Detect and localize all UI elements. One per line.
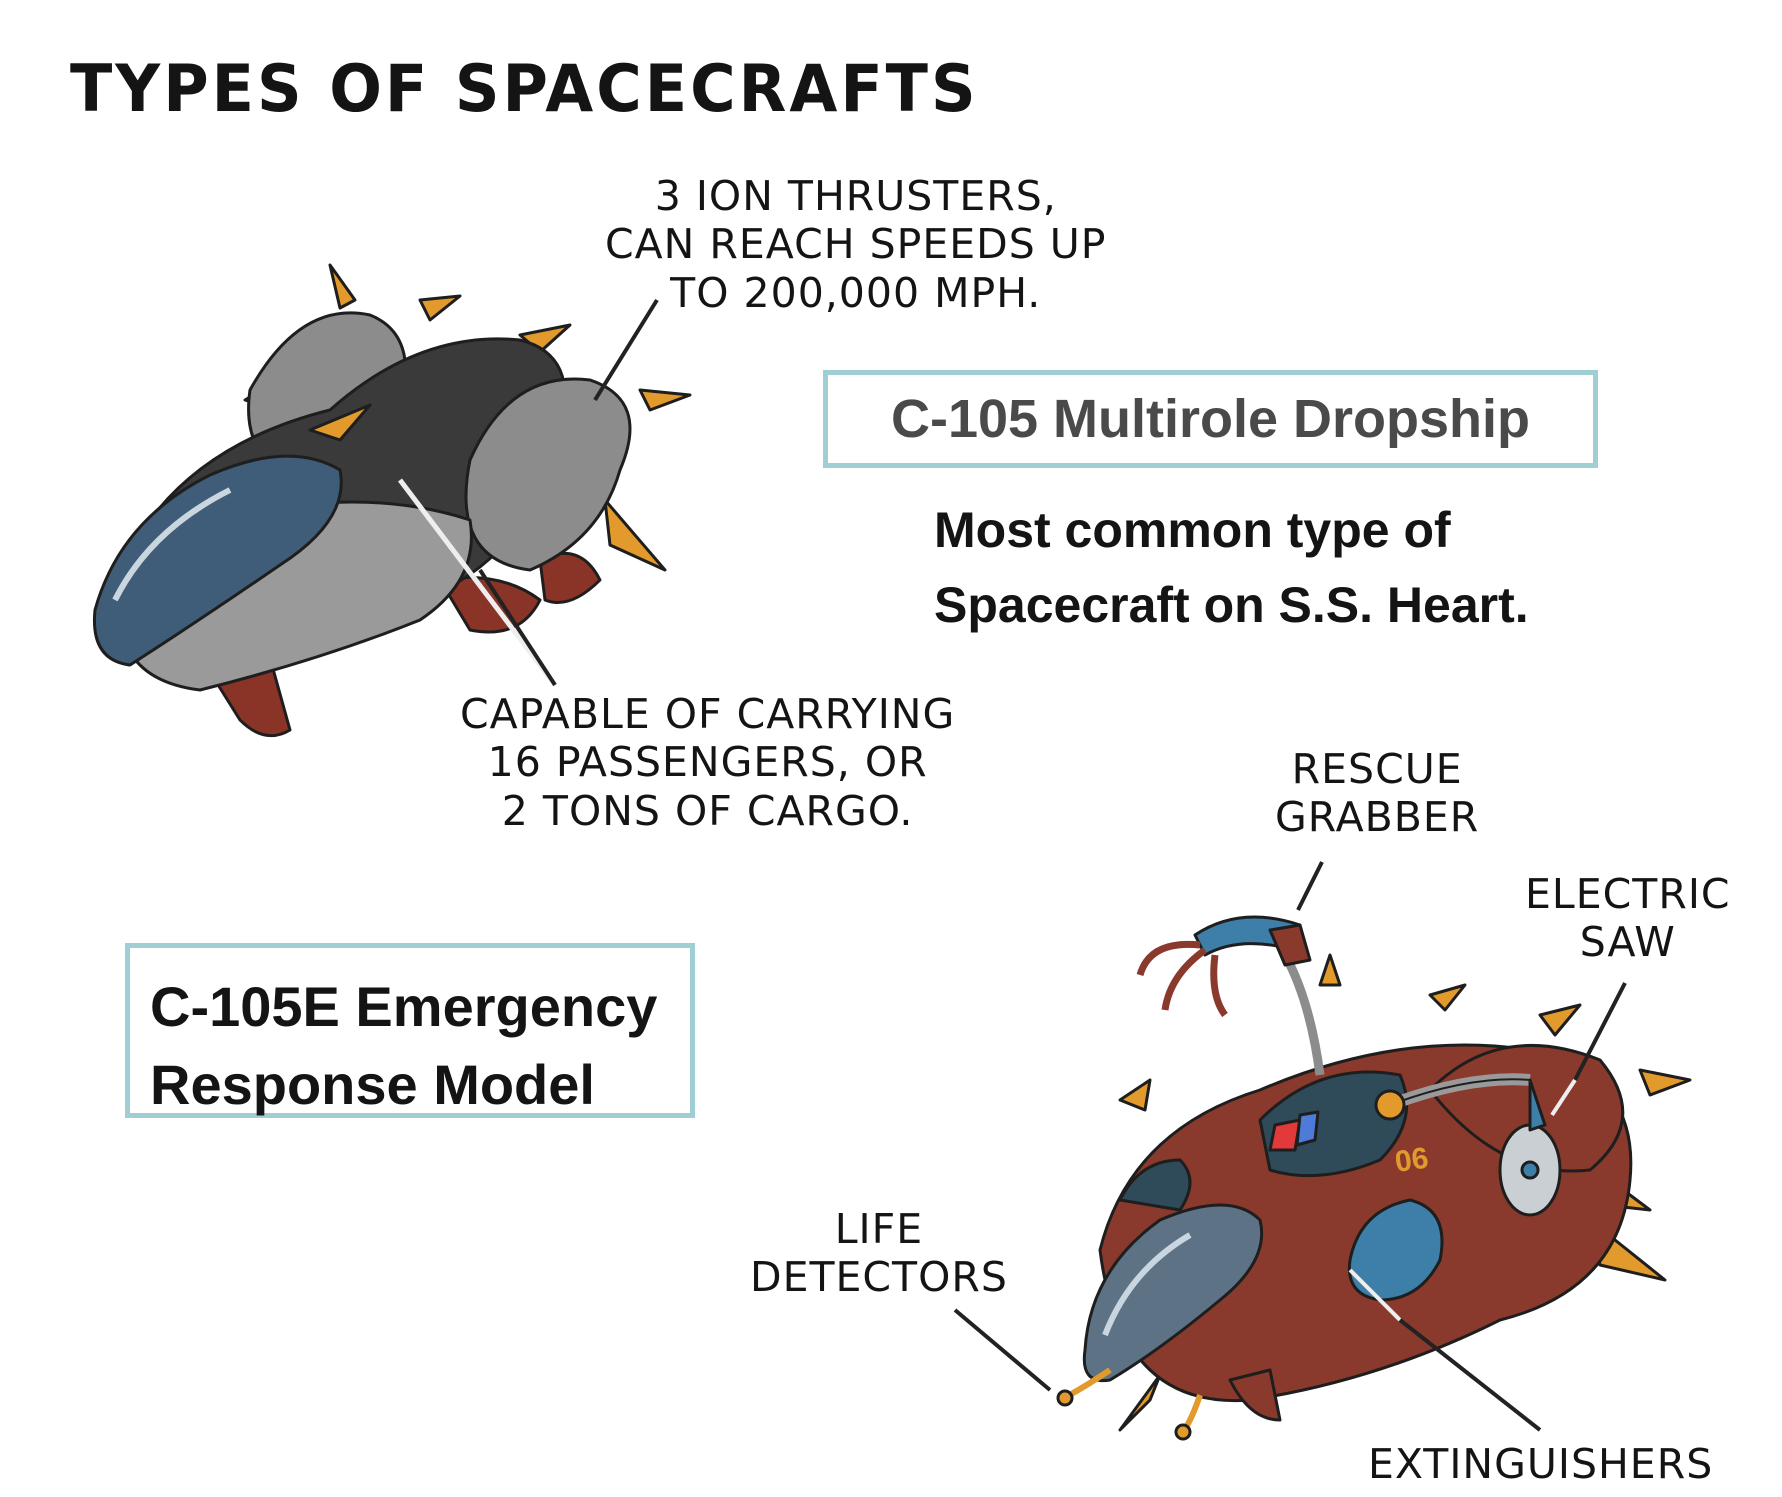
rescue-grabber-callout: RESCUE GRABBER	[1275, 745, 1480, 842]
capacity-leader-line	[478, 568, 557, 687]
emergency-name-box: C-105E Emergency Response Model	[125, 943, 695, 1118]
capacity-callout: CAPABLE OF CARRYING 16 PASSENGERS, OR 2 …	[460, 690, 956, 835]
hull-marking: 06	[1393, 1142, 1431, 1179]
extinguishers-callout: EXTINGUISHERS	[1368, 1440, 1714, 1488]
saw-leader-line	[1573, 982, 1627, 1081]
detectors-leader-line	[953, 1308, 1052, 1392]
dropship-description: Most common type of Spacecraft on S.S. H…	[934, 502, 1529, 633]
extinguishers-leader-line	[1398, 1318, 1542, 1432]
thrusters-leader-line	[593, 298, 659, 402]
page-title: TYPES OF SPACECRAFTS	[70, 50, 979, 127]
thrusters-callout: 3 ION THRUSTERS, CAN REACH SPEEDS UP TO …	[605, 172, 1107, 317]
grabber-leader-line	[1296, 861, 1324, 911]
dropship-illustration	[92, 263, 692, 738]
emergency-illustration: 06	[1056, 915, 1692, 1441]
life-detectors-callout: LIFE DETECTORS	[750, 1205, 1008, 1302]
dropship-name-box: C-105 Multirole Dropship	[823, 370, 1598, 468]
electric-saw-callout: ELECTRIC SAW	[1525, 870, 1731, 967]
